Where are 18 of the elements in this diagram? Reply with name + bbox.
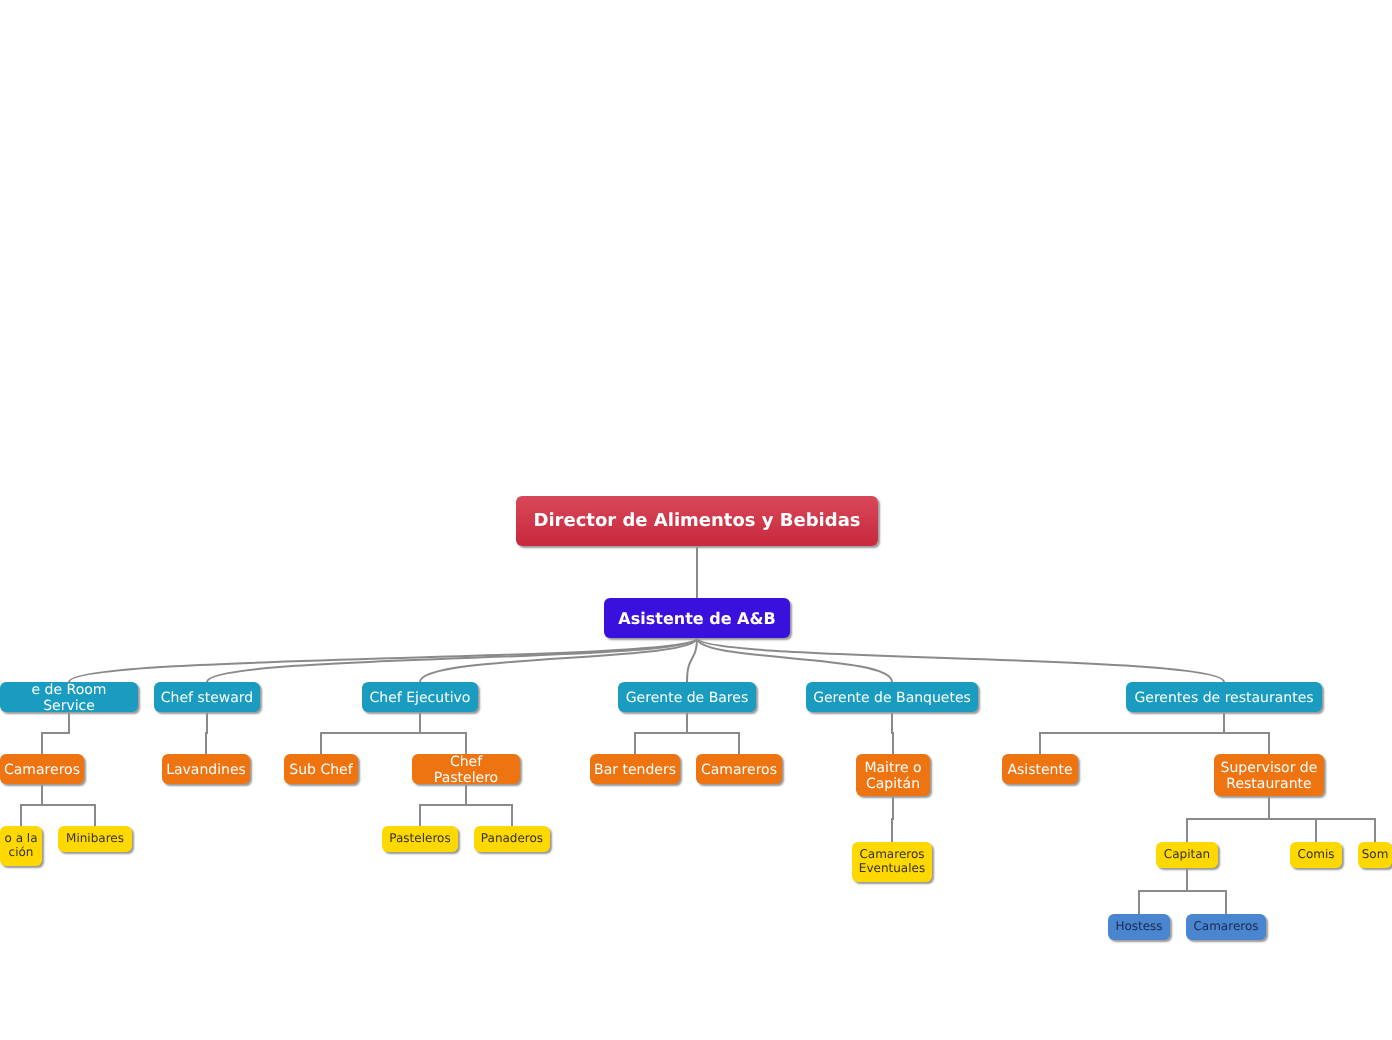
connector-line: [696, 637, 893, 683]
connector-line: [205, 711, 208, 755]
connector-line: [206, 637, 698, 683]
connector-line: [891, 795, 894, 843]
assistant-box: Asistente de A&B: [604, 598, 790, 638]
connector-line: [891, 711, 894, 755]
connector-line: [696, 545, 698, 599]
connector-line: [41, 711, 70, 755]
connector-line: [465, 783, 513, 827]
director-box: Director de Alimentos y Bebidas: [516, 496, 878, 546]
connector-line: [419, 711, 467, 755]
connector-line: [686, 711, 740, 755]
connector-line: [686, 637, 698, 683]
connector-line: [1186, 867, 1227, 915]
connector-line: [419, 637, 698, 683]
connector-line: [41, 783, 96, 827]
connector-line: [1223, 711, 1270, 755]
connector-line: [696, 637, 1225, 683]
